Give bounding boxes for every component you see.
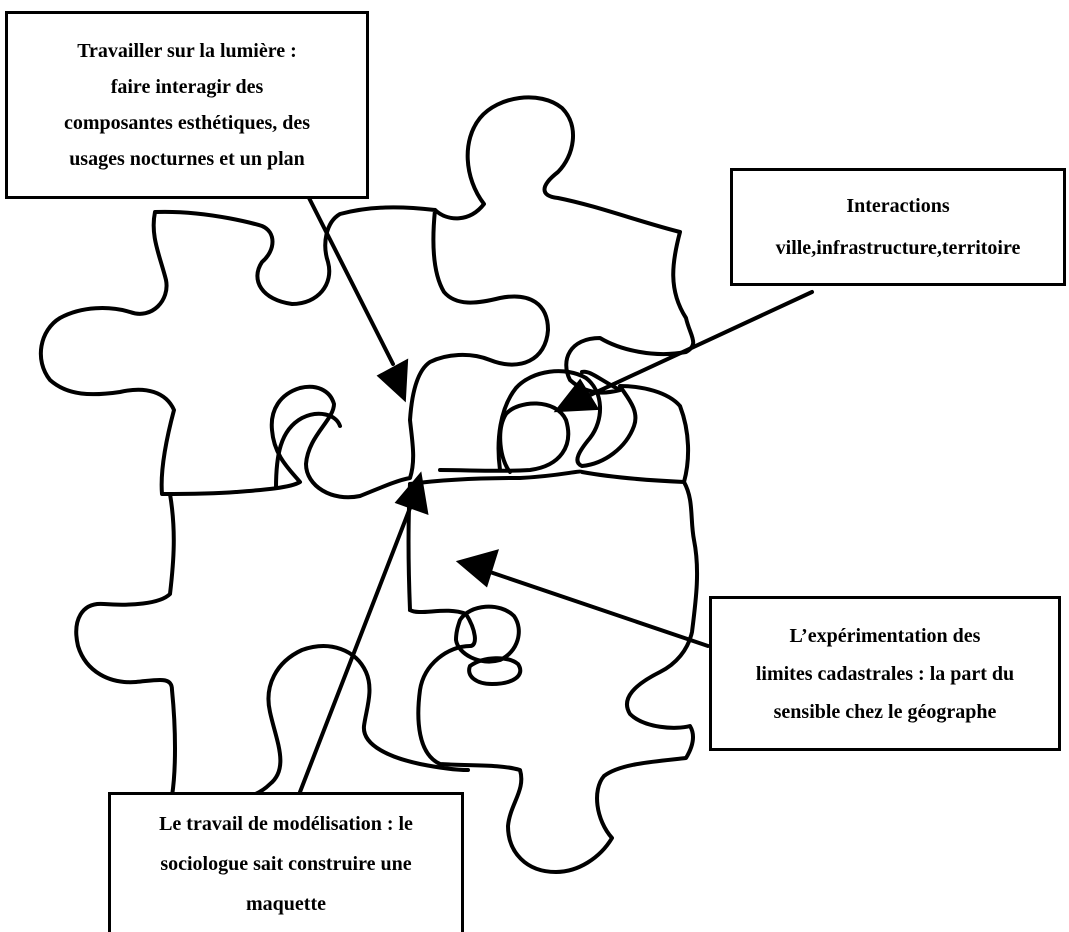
arrow-head-modelisation bbox=[394, 471, 429, 516]
callout-modelisation-line-2: sociologue sait construire une bbox=[160, 852, 412, 875]
callout-interactions-line-2: ville,infrastructure,territoire bbox=[775, 237, 1021, 259]
callout-interactions: Interactions ville,infrastructure,territ… bbox=[730, 168, 1066, 286]
arrow-line-lumiere bbox=[304, 190, 395, 366]
arrow-head-cadastre bbox=[455, 549, 500, 588]
callout-lumiere-line-3: composantes esthétiques, des bbox=[63, 112, 311, 134]
callout-modelisation-line-3: maquette bbox=[246, 892, 326, 915]
callout-lumiere-line-4: usages nocturnes et un plan bbox=[69, 148, 305, 170]
puzzle-piece-top-right bbox=[433, 95, 696, 395]
puzzle-hole-upper bbox=[454, 604, 521, 664]
callout-modelisation: Le travail de modélisation : le sociolog… bbox=[108, 792, 464, 932]
callout-cadastre-line-3: sensible chez le géographe bbox=[773, 700, 997, 723]
arrow-line-cadastre bbox=[488, 570, 710, 648]
arrow-line-interactions bbox=[586, 290, 814, 398]
callout-modelisation-line-1: Le travail de modélisation : le bbox=[159, 812, 413, 835]
callout-lumiere-line-1: Travailler sur la lumière : bbox=[77, 40, 297, 62]
callout-lumiere-line-2: faire interagir des bbox=[110, 76, 264, 98]
callout-interactions-line-1: Interactions bbox=[846, 195, 950, 217]
arrow-line-modelisation bbox=[298, 506, 412, 794]
callout-cadastre: L’expérimentation des limites cadastrale… bbox=[709, 596, 1061, 751]
callout-lumiere: Travailler sur la lumière : faire intera… bbox=[5, 11, 369, 199]
arrow-head-interactions bbox=[553, 378, 600, 413]
puzzle-piece-center-right bbox=[496, 369, 691, 484]
puzzle-piece-top-left bbox=[39, 205, 550, 500]
arrow-head-lumiere bbox=[376, 358, 409, 403]
callout-cadastre-line-1: L’expérimentation des bbox=[789, 624, 981, 647]
puzzle-inner-curve bbox=[274, 411, 342, 490]
callout-cadastre-line-2: limites cadastrales : la part du bbox=[755, 662, 1015, 685]
puzzle-hole-lower bbox=[467, 656, 523, 686]
